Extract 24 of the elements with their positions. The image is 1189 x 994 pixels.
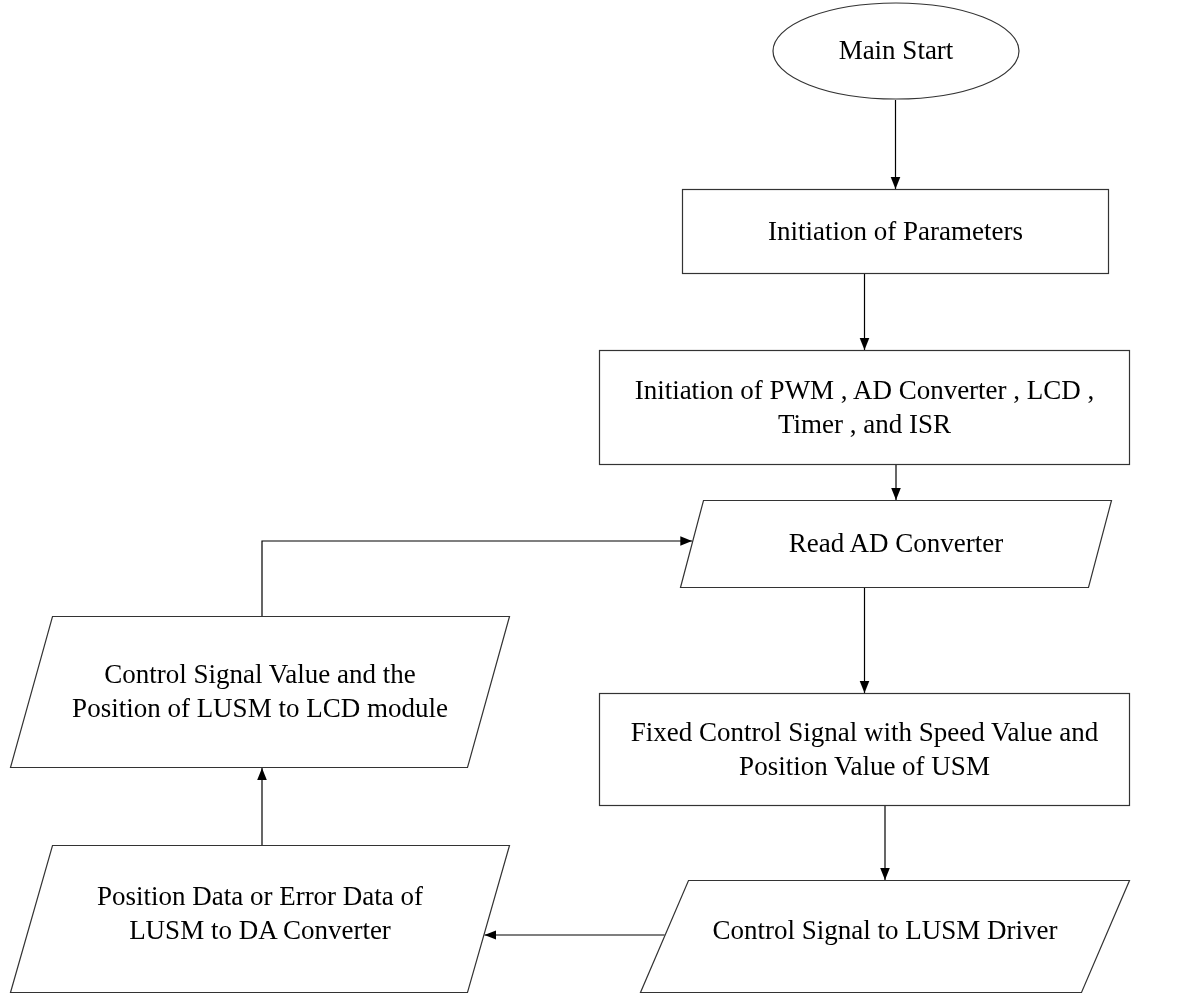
node-label: Position Data or Error Data of LUSM to DA Converter [95,880,425,947]
arrow [483,930,666,940]
node-label: Initiation of Parameters [768,214,1023,248]
node-label: Fixed Control Signal with Speed Value and Position Value of USM [629,715,1100,783]
arrow [859,587,870,694]
process-box [599,693,1130,806]
arrow [261,536,693,617]
arrow [890,99,901,190]
arrow [891,464,901,501]
node-label: Control Signal Value and the Position of LUSM to LCD module [71,658,449,725]
data-parallelogram [10,616,510,768]
node-label: Main Start [838,34,954,68]
process-box [682,189,1109,274]
data-parallelogram [680,500,1112,588]
node-label: Read AD Converter [788,527,1004,561]
arrow [880,805,890,881]
node-label: Control Signal to LUSM Driver [712,913,1058,947]
data-parallelogram [10,845,510,993]
data-parallelogram [640,880,1130,993]
process-box [599,350,1130,465]
node-label: Initiation of PWM , AD Converter , LCD , Timer , and ISR [633,373,1096,441]
start-ellipse [772,2,1020,100]
arrow [859,273,870,351]
arrow [257,767,267,846]
